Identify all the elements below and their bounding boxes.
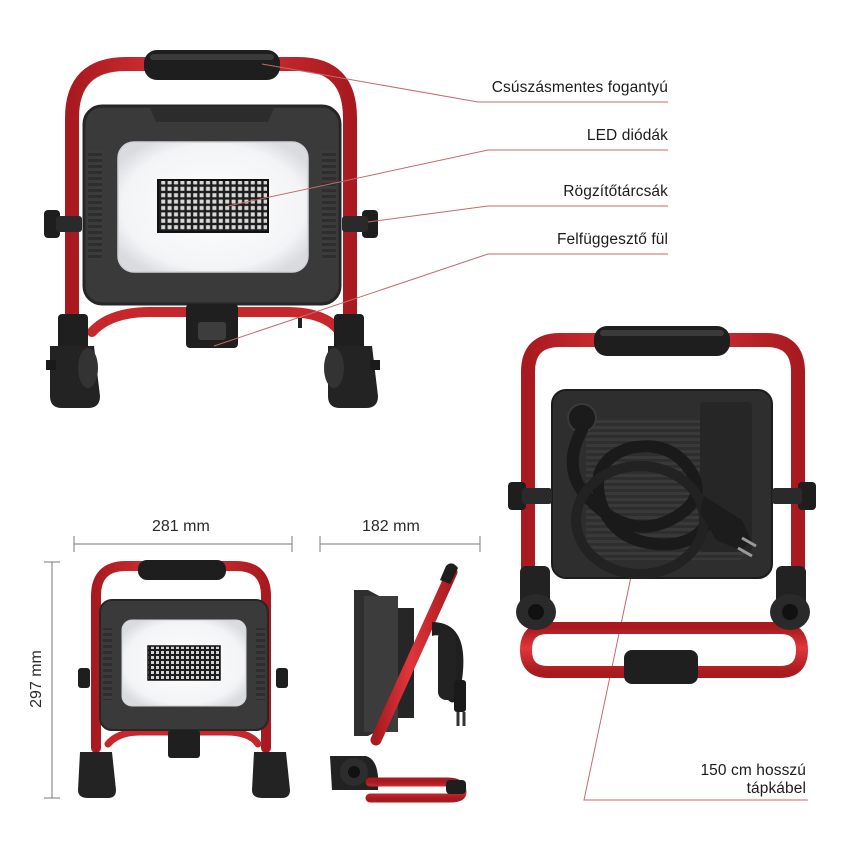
callout-leaders xyxy=(213,63,808,801)
main-foot-right xyxy=(324,314,380,408)
callout-hook: Felfüggesztő fül xyxy=(556,231,668,248)
main-foot-left xyxy=(46,314,100,408)
leader-knobs xyxy=(367,205,668,223)
callout-knobs: Rögzítőtárcsák xyxy=(563,183,668,200)
front-view-small xyxy=(78,560,290,798)
main-knob-left xyxy=(44,210,60,238)
dimension-lines xyxy=(44,536,481,799)
callout-leds: LED diódák xyxy=(586,127,668,144)
callout-cable-line1: 150 cm hosszú xyxy=(700,762,806,779)
main-base-tube xyxy=(87,307,345,337)
leader-cable xyxy=(583,571,808,801)
dimension-height-label: 297 mm xyxy=(28,650,45,708)
leader-handle xyxy=(261,63,668,103)
front-view-main xyxy=(44,50,380,408)
dimension-width-label: 281 mm xyxy=(152,518,210,535)
back-view xyxy=(508,326,816,684)
dimension-depth-label: 182 mm xyxy=(362,518,420,535)
leader-hook xyxy=(213,253,668,347)
callout-handle: Csúszásmentes fogantyú xyxy=(491,79,668,96)
main-led-array xyxy=(157,179,269,233)
callout-cable-line2: tápkábel xyxy=(746,780,806,797)
side-view xyxy=(330,563,467,803)
back-cable-coil xyxy=(566,424,718,551)
leader-leds xyxy=(227,149,668,207)
